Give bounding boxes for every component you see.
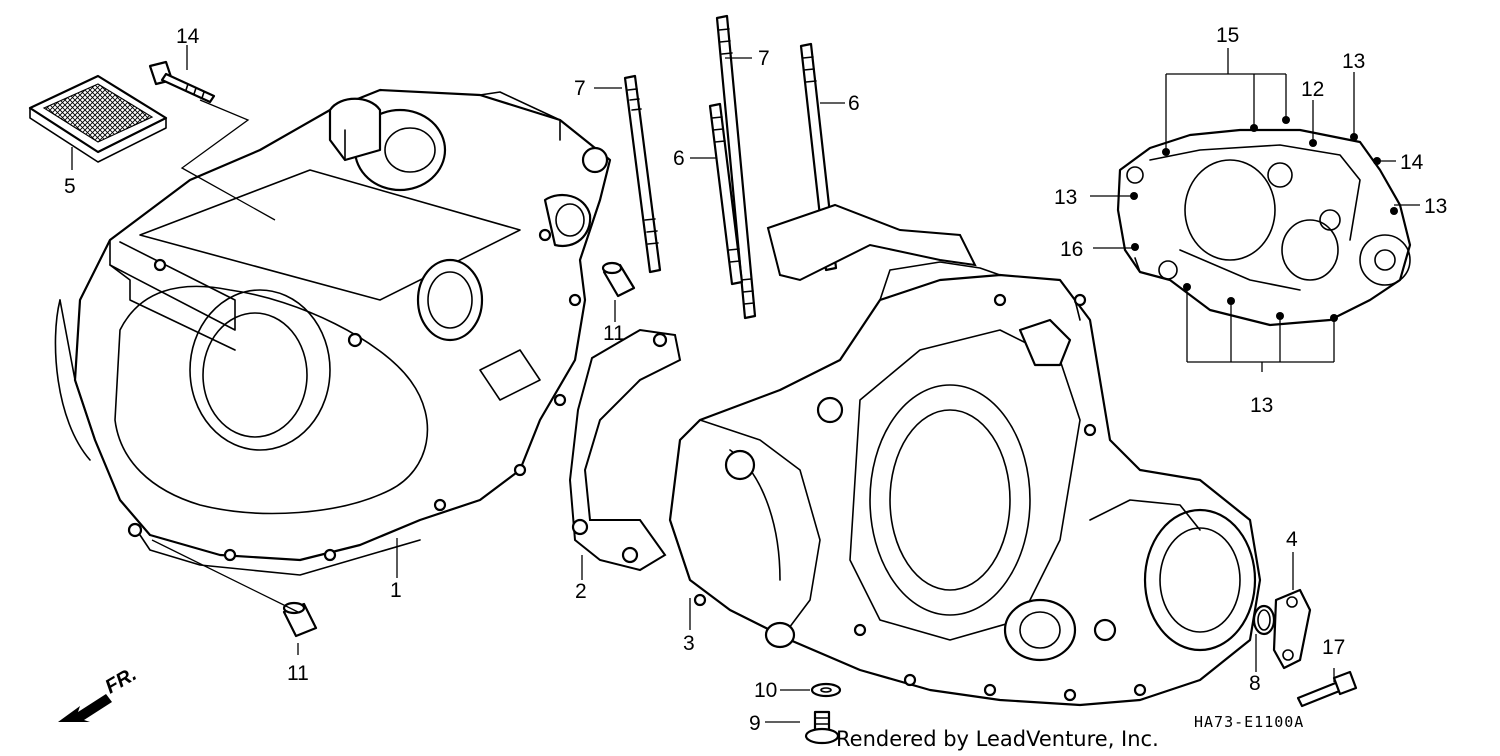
callout-4: 4 bbox=[1286, 528, 1298, 551]
callout-13-bottom: 13 bbox=[1250, 394, 1273, 417]
callout-2: 2 bbox=[575, 580, 587, 603]
dowel-pin-upper bbox=[601, 261, 636, 298]
dowel-pin-lower bbox=[282, 601, 318, 638]
callout-3: 3 bbox=[683, 632, 695, 655]
render-credit: Rendered by LeadVenture, Inc. bbox=[836, 727, 1159, 751]
right-crankcase bbox=[668, 261, 1262, 707]
callout-6-right: 6 bbox=[848, 92, 860, 115]
front-direction-arrow: FR. bbox=[58, 663, 140, 722]
callout-11-lower: 11 bbox=[287, 662, 309, 685]
sealing-washer bbox=[810, 682, 842, 698]
callout-labels: 14 5 7 7 6 6 11 11 1 2 3 10 9 4 8 17 15 … bbox=[64, 24, 1447, 735]
callout-8: 8 bbox=[1249, 672, 1261, 695]
o-ring bbox=[1252, 604, 1276, 636]
callout-12: 12 bbox=[1301, 78, 1324, 101]
crankcase-gasket bbox=[568, 203, 977, 572]
diagram-code: HA73-E1100A bbox=[1194, 713, 1304, 731]
breather-bracket bbox=[1272, 588, 1312, 670]
callout-13-top: 13 bbox=[1342, 50, 1365, 73]
callout-10: 10 bbox=[754, 679, 777, 702]
callout-14-left: 14 bbox=[176, 25, 200, 48]
callout-5: 5 bbox=[64, 175, 76, 198]
bracket-bolt bbox=[1296, 670, 1358, 708]
callout-11-upper: 11 bbox=[603, 322, 625, 345]
bolt-pattern-inset bbox=[1116, 128, 1412, 327]
callout-13-left: 13 bbox=[1054, 186, 1077, 209]
callout-17: 17 bbox=[1322, 636, 1345, 659]
flange-bolt-left bbox=[148, 60, 216, 104]
callout-15: 15 bbox=[1216, 24, 1239, 47]
callout-7-right: 7 bbox=[758, 47, 770, 70]
drain-bolt bbox=[804, 710, 840, 745]
left-crankcase bbox=[54, 88, 612, 576]
front-direction-label: FR. bbox=[102, 663, 141, 698]
leader-lines bbox=[71, 45, 1420, 723]
callout-7-left: 7 bbox=[574, 77, 586, 100]
callout-1: 1 bbox=[390, 579, 402, 602]
callout-13-right: 13 bbox=[1424, 195, 1447, 218]
screen-filter bbox=[28, 74, 168, 163]
callout-9: 9 bbox=[749, 712, 761, 735]
callout-16: 16 bbox=[1060, 238, 1083, 261]
callout-6-left: 6 bbox=[673, 147, 685, 170]
callout-14-right: 14 bbox=[1400, 151, 1424, 174]
